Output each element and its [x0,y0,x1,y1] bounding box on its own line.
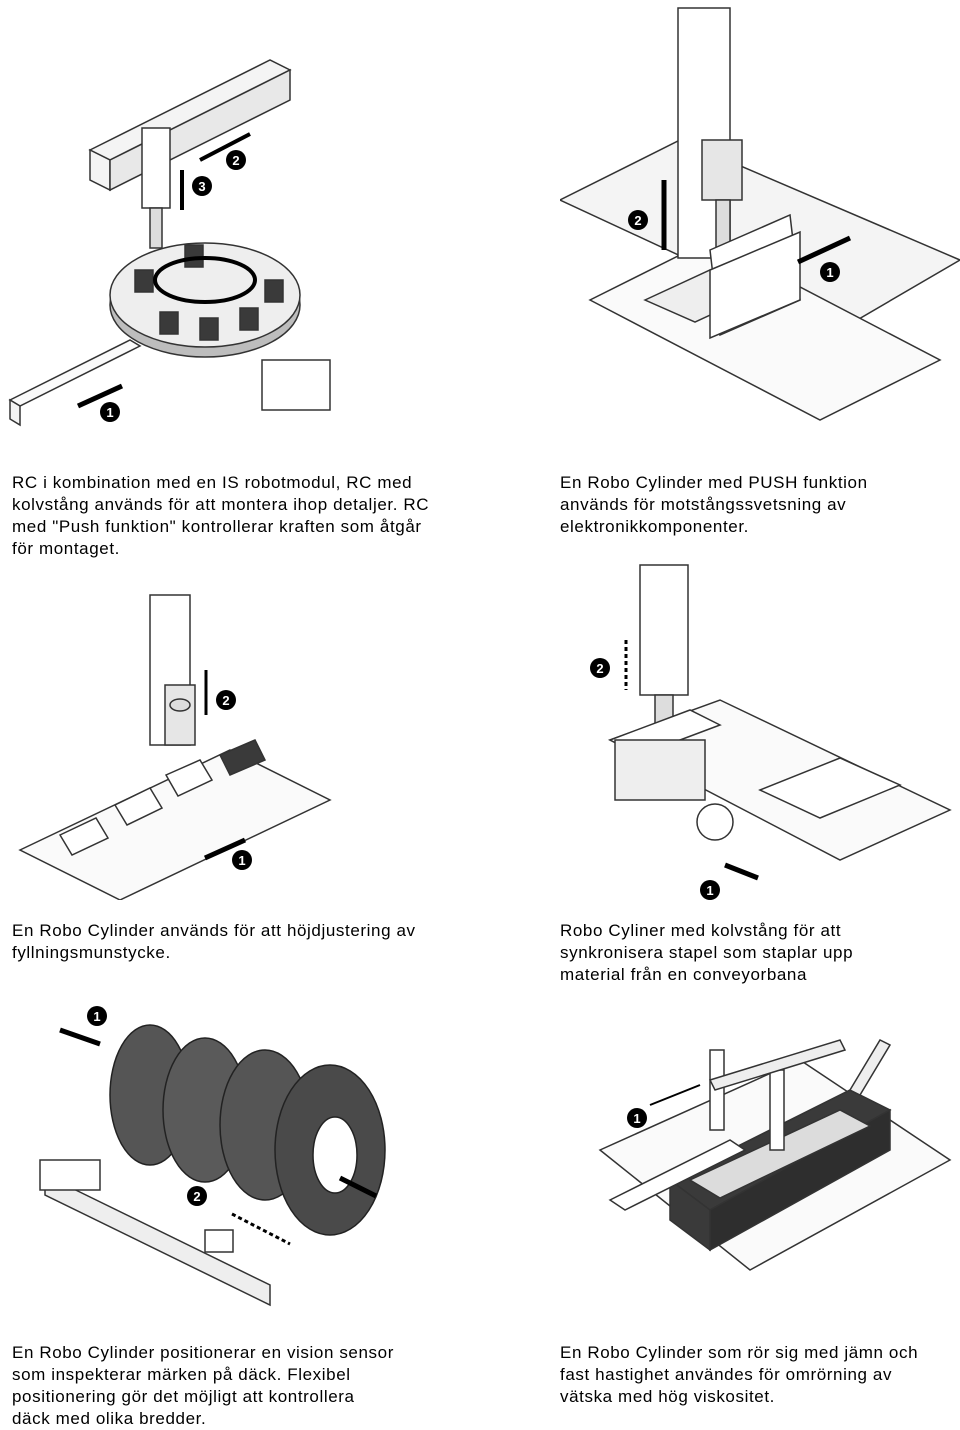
marker-1: 1 [106,405,113,420]
figure-tire-inspection: 1 2 [0,1000,400,1330]
figure-assembly-robot: 2 3 1 [0,0,340,440]
stacker-illustration: 2 1 [590,564,952,900]
caption-filling-nozzle: En Robo Cylinder används för att höjdjus… [12,921,416,962]
caption-tire-inspection: En Robo Cylinder positionerar en vision … [12,1343,394,1428]
marker-2: 2 [232,153,239,168]
mixing-illustration: 1 [598,1039,952,1271]
marker-1: 1 [238,853,245,868]
caption-assembly-robot: RC i kombination med en IS robotmodul, R… [12,473,430,558]
push-welding-illustration: 2 1 [558,7,960,421]
marker-1: 1 [706,883,713,898]
marker-1: 1 [826,265,833,280]
figure-mixing: 1 [560,1030,960,1330]
marker-1: 1 [93,1009,100,1024]
figure-filling-nozzle: 2 1 [0,580,340,901]
marker-3: 3 [198,179,205,194]
tire-inspection-illustration: 1 2 [39,1006,386,1307]
caption-push-welding: En Robo Cylinder med PUSH funktion använ… [560,473,868,536]
marker-2: 2 [193,1189,200,1204]
filling-nozzle-illustration: 2 1 [18,594,332,901]
caption-mixing: En Robo Cylinder som rör sig med jämn oc… [560,1343,919,1406]
figure-push-welding: 2 1 [558,0,960,440]
marker-2: 2 [222,693,229,708]
caption-stacker: Robo Cyliner med kolvstång för att synkr… [560,921,854,984]
marker-1: 1 [633,1111,640,1126]
marker-2: 2 [596,661,603,676]
assembly-robot-illustration: 2 3 1 [8,59,331,427]
marker-2: 2 [634,213,641,228]
figure-stacker: 2 1 [560,560,960,910]
